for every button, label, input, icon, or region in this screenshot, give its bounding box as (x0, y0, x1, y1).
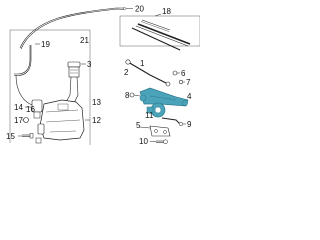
part-number-12: 12 (92, 116, 101, 125)
part-number-18: 18 (162, 7, 171, 16)
part-number-20: 20 (135, 5, 144, 14)
washer-wiper-parts-diagram: 20 19 21 3 12 14 17 15 16 13 18 1 2 6 7 … (6, 5, 200, 146)
part-number-13: 13 (92, 98, 101, 107)
part-number-14: 14 (14, 103, 23, 112)
connector-bottom (35, 137, 42, 144)
part-number-15: 15 (6, 132, 15, 141)
part-number-3: 3 (87, 60, 92, 69)
wiper-motor-linkage-highlight (139, 87, 189, 107)
washer-hose-upper (19, 7, 133, 50)
part-number-7: 7 (186, 78, 191, 87)
part-number-11: 11 (145, 111, 154, 120)
washer-reservoir-tank (39, 99, 85, 141)
part-number-2: 2 (124, 68, 129, 77)
washer-pump (25, 99, 43, 119)
motor-bracket (139, 125, 171, 137)
motor-mount-bolt (150, 139, 168, 144)
part-number-9: 9 (187, 120, 192, 129)
linkage-bushing (129, 92, 141, 98)
mounting-bolt-left (18, 133, 34, 139)
part-number-19: 19 (41, 40, 50, 49)
part-number-1: 1 (140, 59, 145, 68)
filler-neck-cap (65, 61, 86, 104)
reservoir-outline-frame (9, 29, 91, 145)
wiper-pivot-nut (178, 79, 185, 85)
motor-crank-arm (161, 117, 186, 127)
pump-grommet (22, 117, 29, 123)
part-number-17: 17 (14, 116, 23, 125)
wiper-linkage-arm (125, 59, 171, 87)
wiper-pivot-small (172, 70, 180, 76)
part-number-4: 4 (187, 92, 192, 101)
part-number-5: 5 (136, 121, 141, 130)
wiper-blade-assembly (119, 13, 200, 51)
part-number-21: 21 (80, 36, 89, 45)
part-number-10: 10 (139, 137, 148, 146)
washer-hose-inner (14, 43, 40, 107)
part-number-8: 8 (125, 91, 130, 100)
part-number-6: 6 (181, 69, 186, 78)
wiper-motor (146, 102, 166, 118)
level-sensor (37, 123, 45, 135)
part-number-16: 16 (26, 105, 35, 114)
